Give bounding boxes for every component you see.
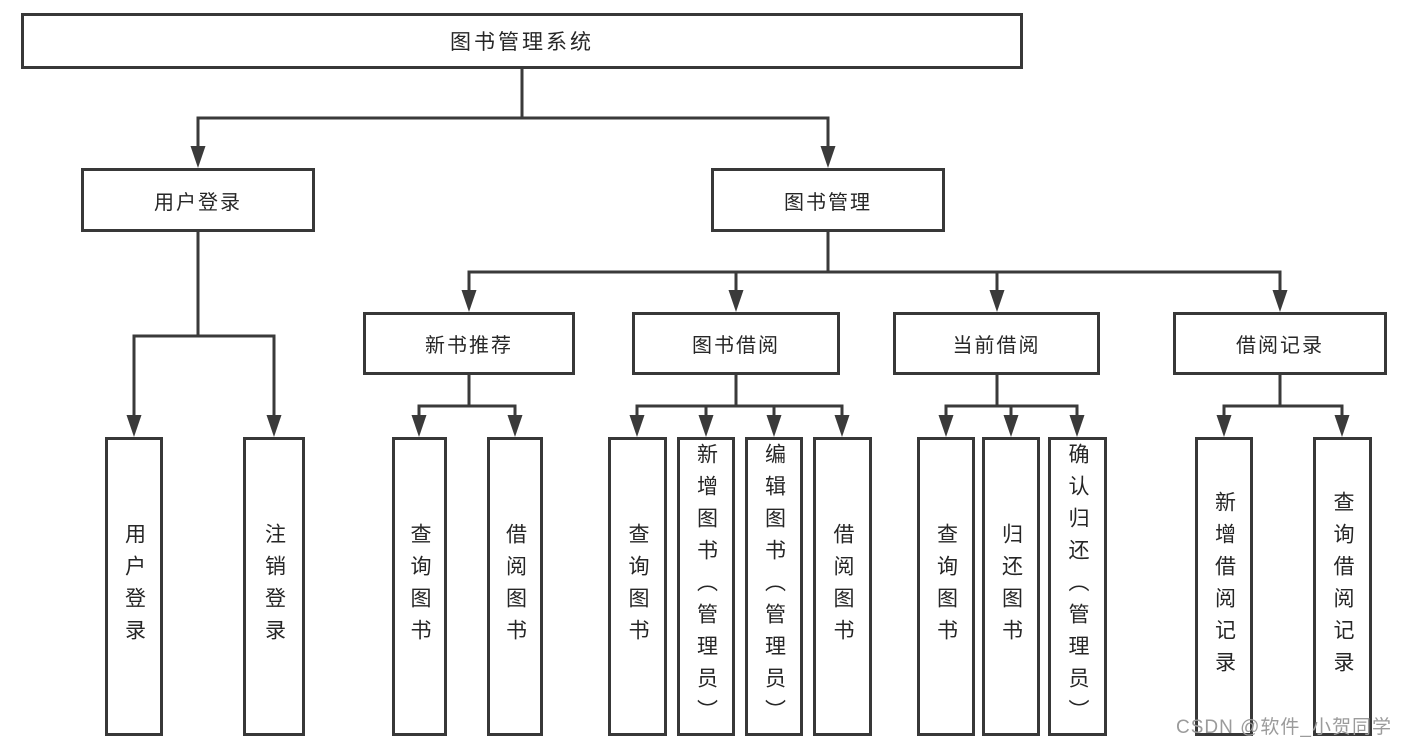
node-book-management: 图书管理 [711, 168, 945, 232]
leaf-label: 编辑图书（管理员） [762, 442, 786, 731]
leaf-edit-books-admin: 编辑图书（管理员） [745, 437, 803, 736]
node-user-login: 用户登录 [81, 168, 315, 232]
leaf-label: 确认归还（管理员） [1066, 442, 1089, 731]
watermark: CSDN @软件_小贺同学 [1176, 717, 1392, 738]
leaf-label: 归还图书 [999, 522, 1023, 651]
leaf-label: 查询图书 [934, 522, 958, 651]
leaf-label: 新增借阅记录 [1212, 490, 1236, 683]
leaf-query-books-recommend: 查询图书 [392, 437, 447, 736]
leaf-query-books-borrow: 查询图书 [608, 437, 667, 736]
leaf-label: 新增图书（管理员） [694, 442, 718, 731]
leaf-label: 注销登录 [262, 522, 286, 651]
leaf-label: 借阅图书 [831, 522, 854, 651]
leaf-query-books-current: 查询图书 [917, 437, 975, 736]
leaf-logout: 注销登录 [243, 437, 305, 736]
leaf-borrow-books-recommend: 借阅图书 [487, 437, 543, 736]
leaf-add-borrow-record: 新增借阅记录 [1195, 437, 1253, 736]
node-new-book-recommend: 新书推荐 [363, 312, 575, 375]
leaf-label: 查询借阅记录 [1331, 490, 1354, 683]
node-borrow-records: 借阅记录 [1173, 312, 1387, 375]
leaf-confirm-return-admin: 确认归还（管理员） [1048, 437, 1107, 736]
leaf-label: 借阅图书 [503, 522, 527, 651]
node-root: 图书管理系统 [21, 13, 1023, 69]
leaf-label: 查询图书 [408, 522, 431, 651]
node-book-borrow: 图书借阅 [632, 312, 840, 375]
leaf-return-books: 归还图书 [982, 437, 1040, 736]
leaf-label: 用户登录 [122, 522, 146, 651]
node-current-borrow: 当前借阅 [893, 312, 1100, 375]
leaf-add-books-admin: 新增图书（管理员） [677, 437, 735, 736]
leaf-query-borrow-record: 查询借阅记录 [1313, 437, 1372, 736]
leaf-user-login: 用户登录 [105, 437, 163, 736]
leaf-borrow-books: 借阅图书 [813, 437, 872, 736]
leaf-label: 查询图书 [626, 522, 649, 651]
